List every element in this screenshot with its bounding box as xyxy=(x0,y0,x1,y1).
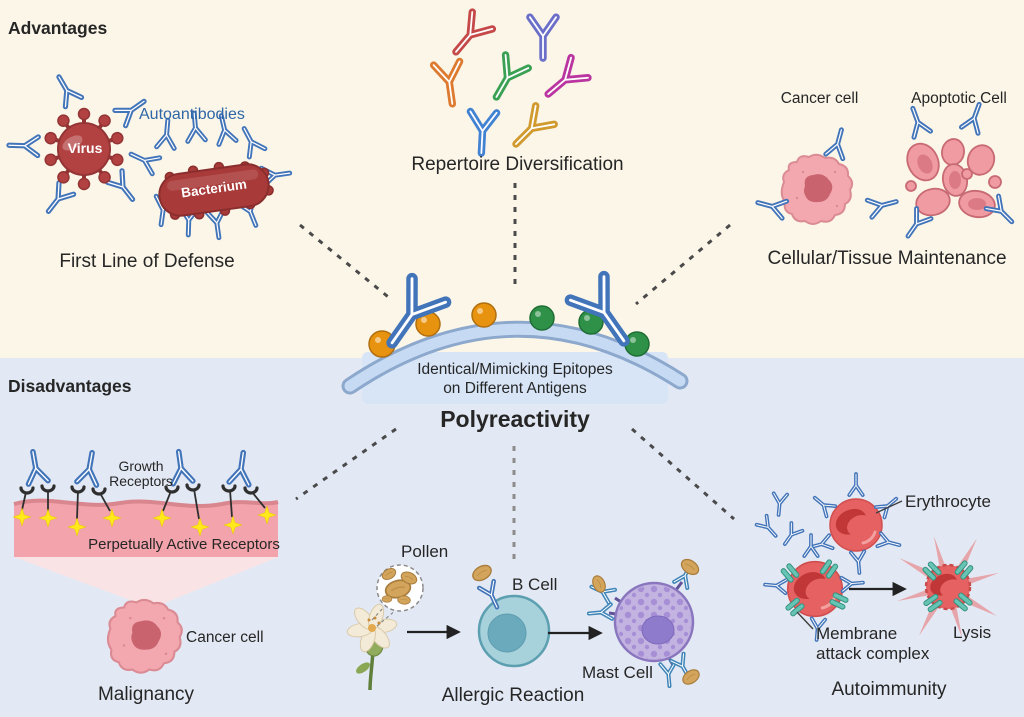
bacterium-icon xyxy=(158,161,274,220)
maintenance-caption: Cellular/Tissue Maintenance xyxy=(767,248,1007,269)
dashed-connectors xyxy=(295,183,735,559)
virus-icon xyxy=(41,106,127,192)
malignancy-membrane-icon xyxy=(13,498,279,608)
cancer-cell-label-bottom: Cancer cell xyxy=(186,629,264,646)
flower-icon xyxy=(346,603,398,691)
malignancy-cancer-cell-icon xyxy=(106,598,183,674)
epitope-caption-box xyxy=(362,352,668,404)
polyreactivity-title: Polyreactivity xyxy=(440,406,590,432)
mast-cell-icon xyxy=(588,555,703,687)
autoimmunity-caption: Autoimmunity xyxy=(831,679,947,700)
pollen-label: Pollen xyxy=(401,542,449,561)
b-cell-icon xyxy=(469,561,551,668)
malignancy-caption: Malignancy xyxy=(97,684,195,705)
growth-receptor-icon xyxy=(19,483,266,520)
advantages-heading: Advantages xyxy=(8,18,108,38)
free-antibodies-icon xyxy=(754,491,805,550)
cancer-cell-label-top: Cancer cell xyxy=(780,90,859,107)
erythrocyte-label: Erythrocyte xyxy=(905,492,991,511)
repertoire-antibodies-icon xyxy=(434,12,588,154)
epitope-caption: Identical/Mimicking Epitopes on Differen… xyxy=(417,361,613,397)
perpetually-active-label: Perpetually Active Receptors xyxy=(88,536,280,553)
first-line-of-defense-caption: First Line of Defense xyxy=(59,251,235,272)
apoptotic-cell-label: Apoptotic Cell xyxy=(911,90,1007,107)
lysis-label: Lysis xyxy=(953,623,992,642)
mac-erythrocyte-icon xyxy=(762,533,866,643)
membrane-icon xyxy=(341,320,689,395)
epitope-orange-icon xyxy=(368,302,497,358)
virus-label: Virus xyxy=(67,140,103,156)
mast-cell-label: Mast Cell xyxy=(582,663,653,682)
repertoire-caption: Repertoire Diversification xyxy=(411,154,624,175)
growth-receptors-label: Growth Receptors xyxy=(109,458,173,490)
apoptotic-cell-icon xyxy=(901,101,1018,241)
mac-label: Membrane attack complex xyxy=(816,624,930,663)
allergic-caption: Allergic Reaction xyxy=(441,685,585,706)
disadvantages-heading: Disadvantages xyxy=(8,376,132,396)
maintenance-cancer-cell-icon xyxy=(756,128,899,225)
autoantibodies-label: Autoantibodies xyxy=(139,106,245,123)
funnel-icon xyxy=(14,557,278,608)
erythrocyte-icon xyxy=(806,472,904,576)
pollen-magnifier-icon xyxy=(371,564,424,627)
b-cell-label: B Cell xyxy=(512,575,558,594)
lysis-icon xyxy=(890,529,1006,645)
